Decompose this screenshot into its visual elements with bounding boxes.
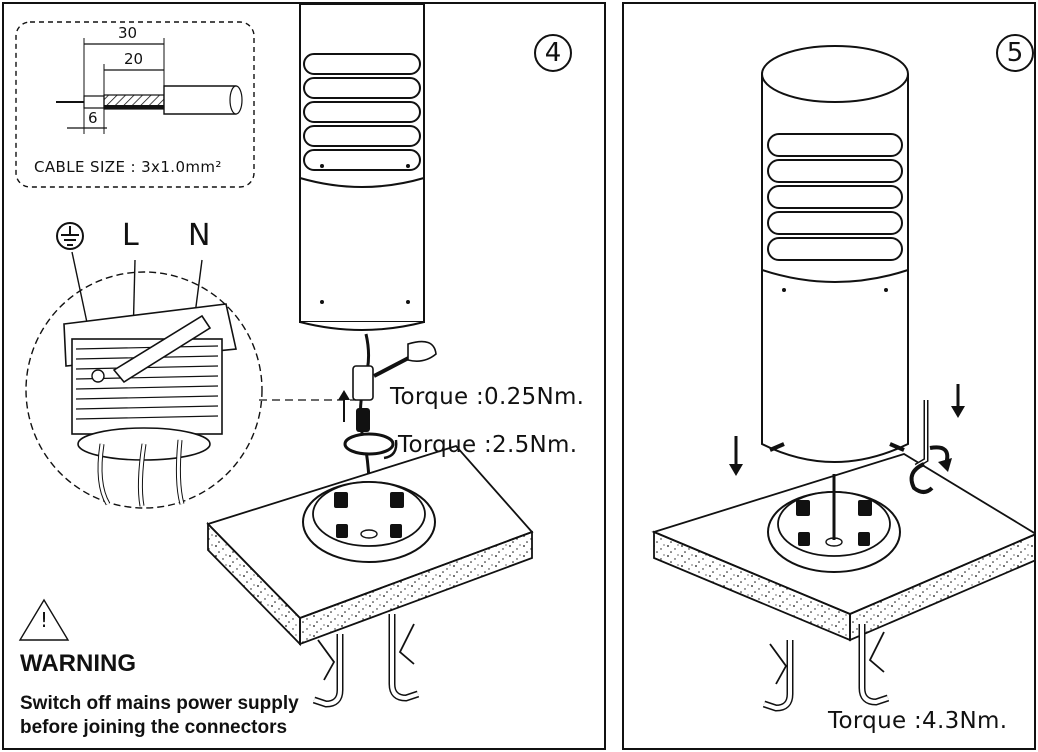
dimension-strip-label: 6 — [88, 109, 98, 127]
earth-ground-icon — [56, 222, 84, 250]
live-wire-label: L — [122, 218, 139, 253]
torque-gland-label: Torque :2.5Nm. — [398, 432, 578, 458]
step-5-illustration — [651, 45, 1034, 712]
neutral-wire-label: N — [188, 218, 211, 253]
warning-title: WARNING — [20, 650, 136, 677]
concrete-base-slab — [651, 453, 1034, 712]
step-number-badge: 5 — [996, 34, 1034, 72]
warning-triangle-icon — [18, 598, 70, 641]
dimension-middle-label: 20 — [124, 50, 144, 68]
cable-size-label: CABLE SIZE : 3x1.0mm² — [34, 158, 222, 176]
concrete-base-slab — [206, 444, 534, 708]
dimension-outer-label: 30 — [118, 24, 138, 42]
step-number-badge: 4 — [534, 34, 572, 72]
step-5-panel: 5 Torque :4.3Nm. — [622, 2, 1036, 750]
torque-connector-label: Torque :0.25Nm. — [390, 384, 585, 410]
warning-line-1: Switch off mains power supply — [20, 693, 299, 714]
downward-arrow-right — [951, 384, 965, 418]
bollard-luminaire — [761, 45, 909, 463]
warning-line-2: before joining the connectors — [20, 717, 288, 738]
step-4-illustration — [15, 4, 534, 708]
bollard-luminaire — [299, 4, 425, 331]
step-4-panel: 4 30 20 6 CABLE SIZE : 3x1.0mm² L N Torq… — [2, 2, 606, 750]
cable-strip-inset — [15, 21, 255, 188]
downward-arrow-left — [729, 436, 743, 476]
terminal-detail-circle — [25, 271, 263, 509]
hex-key-tool-icon — [909, 400, 952, 494]
torque-base-label: Torque :4.3Nm. — [828, 708, 1008, 734]
warning-mark: ! — [40, 608, 49, 632]
